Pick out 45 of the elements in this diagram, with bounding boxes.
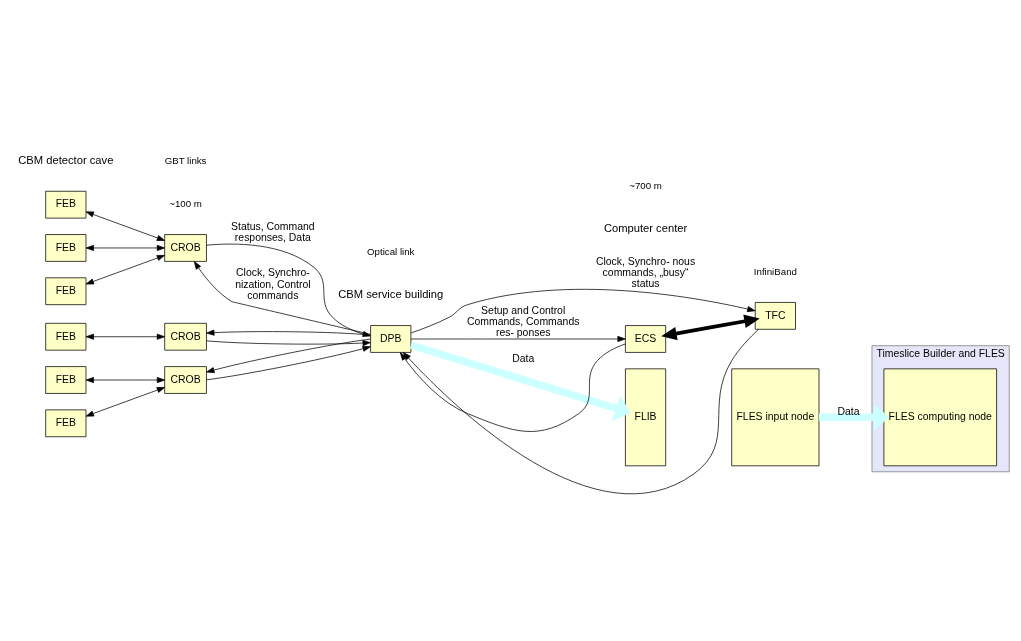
label: CBM service building — [338, 287, 444, 300]
label: ~700 m — [629, 179, 662, 191]
node-box: FLES computing node — [883, 367, 997, 466]
edge-label: Clock, Synchro- nization, Control commands — [235, 266, 311, 301]
node-box: CROB — [164, 322, 207, 351]
label: CBM detector cave — [18, 153, 114, 166]
node-box: FLES input node — [731, 367, 820, 466]
arrow — [206, 345, 371, 380]
arrow — [85, 244, 166, 251]
node-box: ECS — [625, 324, 667, 353]
edge-label: Setup and Control Commands, Commands res- ponses — [466, 304, 580, 338]
arrow — [410, 288, 756, 333]
arrow — [402, 328, 759, 494]
label: Optical link — [367, 245, 415, 257]
node-box: CROB — [164, 365, 207, 394]
arrow — [85, 254, 166, 284]
edge-label: Status, Command responses, Data — [231, 220, 315, 243]
node-box: FEB — [45, 190, 87, 218]
arrow — [206, 339, 371, 346]
arrow — [399, 343, 626, 432]
node-box: FLIB — [625, 367, 667, 466]
edge-label: Clock, Synchro- nous commands, „busy“ status — [595, 255, 696, 289]
node-box: DPB — [370, 324, 412, 353]
arrow — [410, 335, 626, 342]
arrow — [85, 210, 166, 241]
label: Computer center — [603, 221, 688, 234]
arrow — [819, 403, 890, 431]
node-box: FEB — [45, 409, 87, 437]
arrow — [85, 376, 166, 383]
node-box: FEB — [45, 233, 87, 262]
edge-label: Data — [512, 352, 535, 364]
node-box: CROB — [164, 233, 207, 262]
edge-label: Data — [837, 404, 860, 416]
node-box: FEB — [45, 365, 87, 394]
arrow — [85, 333, 166, 340]
arrow — [85, 386, 166, 417]
node-box: FEB — [45, 276, 87, 305]
label: GBT links — [164, 154, 207, 166]
arrow — [409, 340, 631, 421]
node-box: FEB — [45, 322, 87, 351]
node-box: TFC — [754, 301, 796, 330]
arrow — [206, 338, 371, 373]
label: ~100 m — [169, 197, 202, 209]
arrow — [661, 314, 760, 340]
label: InfiniBand — [753, 265, 797, 277]
